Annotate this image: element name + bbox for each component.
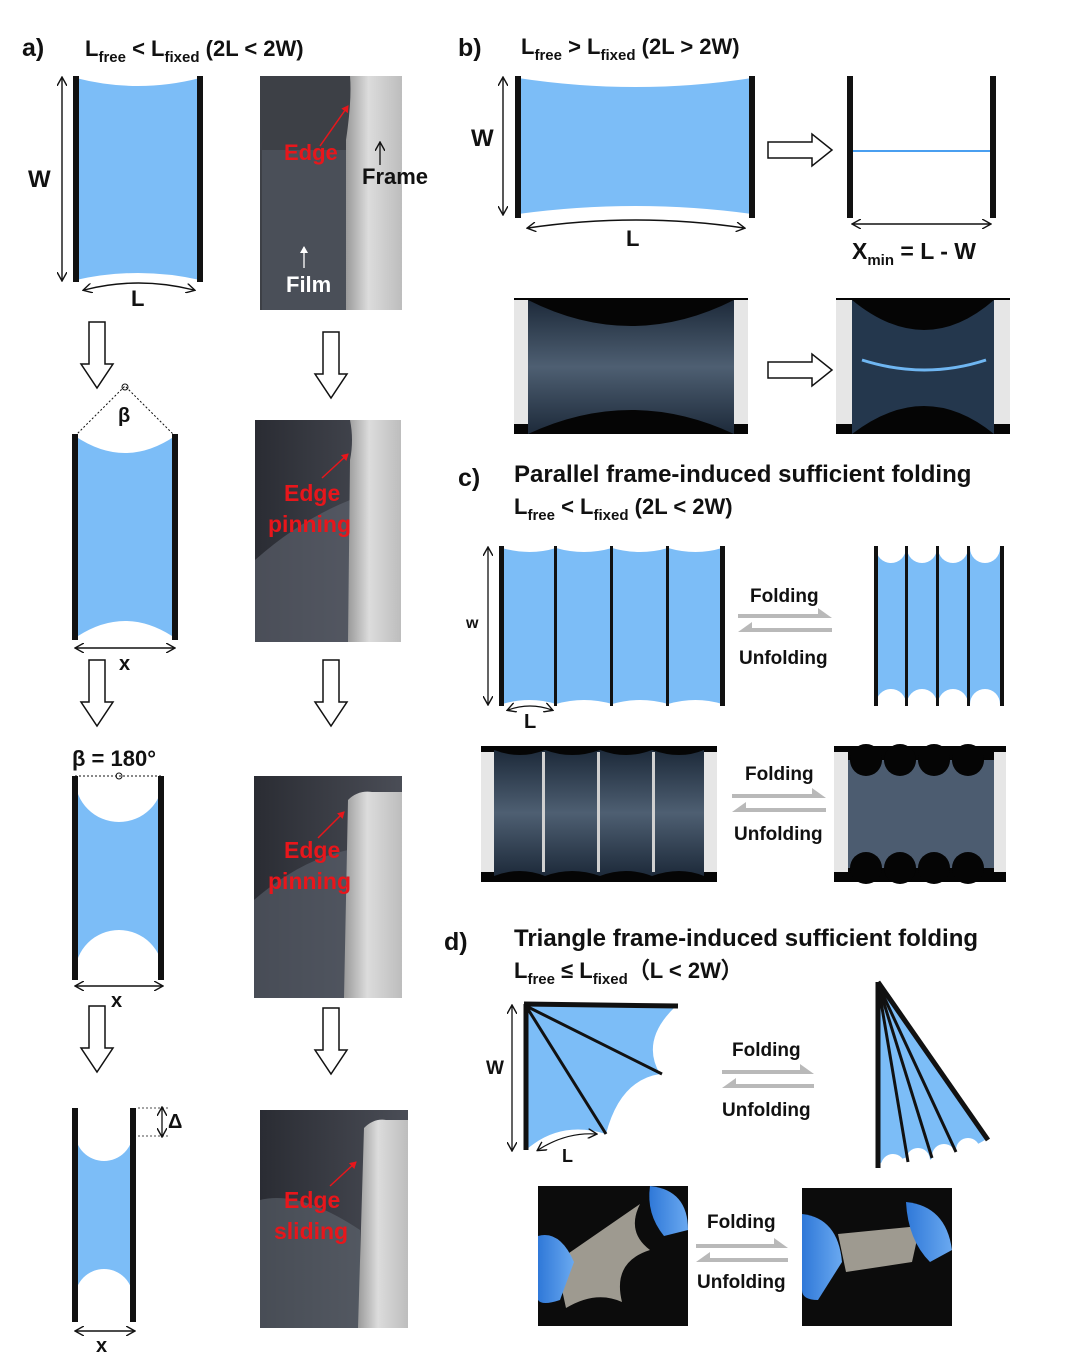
down-arrow: [79, 321, 349, 1076]
panel-d-label: d): [444, 928, 468, 956]
film-schematic-b: [518, 78, 752, 214]
photo-edge-pinning-2: Edge pinning: [254, 776, 402, 998]
fold-arrows: [732, 608, 832, 812]
film-schematic-c-left: [499, 546, 725, 706]
label-sliding: sliding: [274, 1218, 348, 1244]
panel-a-label: a): [22, 34, 44, 62]
frame-bar: [990, 76, 996, 218]
film-schematic-1: [76, 78, 200, 280]
label-edge: Edge: [284, 1187, 340, 1213]
panel-a-title: Lfree < Lfixed (2L < 2W): [85, 36, 304, 66]
folding-label: Folding: [745, 764, 814, 785]
photo-edge-sliding: Edge sliding: [260, 1110, 408, 1328]
beta-180-label: β = 180°: [72, 746, 156, 771]
label-edge: Edge: [284, 837, 340, 863]
film-schematic-d-right: [875, 980, 991, 1178]
panel-b-label: b): [458, 34, 482, 62]
photo-d-after: [802, 1188, 952, 1326]
film-schematic-4: [75, 1110, 133, 1298]
label-pinning: pinning: [268, 511, 351, 537]
frame-bar: [847, 76, 853, 218]
panel-d-subtitle: Lfree ≤ Lfixed（L < 2W）: [514, 958, 743, 988]
panel-b-title: Lfree > Lfixed (2L > 2W): [521, 34, 740, 64]
frame-bar: [73, 76, 79, 282]
dim-w-label: W: [28, 166, 51, 193]
panel-c-title: Parallel frame-induced sufficient foldin…: [514, 461, 971, 488]
panel-d-title: Triangle frame-induced sufficient foldin…: [514, 925, 978, 952]
folding-label: Folding: [707, 1212, 776, 1233]
folding-label: Folding: [732, 1040, 801, 1061]
panel-a: a) Lfree < Lfixed (2L < 2W) W L Edge Fra…: [22, 34, 428, 1357]
folding-label: Folding: [750, 586, 819, 607]
dimension-l: [84, 282, 194, 290]
frame-bar: [197, 76, 203, 282]
panel-c-label: c): [458, 464, 480, 492]
film-schematic-3: [75, 778, 163, 974]
panel-c-subtitle: Lfree < Lfixed (2L < 2W): [514, 494, 733, 524]
fold-arrows: [696, 1064, 814, 1262]
photo-c-before: [481, 746, 717, 882]
dim-x-label: x: [111, 990, 122, 1012]
delta-label: Δ: [168, 1111, 182, 1133]
dim-l-label: L: [524, 711, 536, 733]
label-edge: Edge: [284, 480, 340, 506]
unfolding-label: Unfolding: [697, 1272, 786, 1293]
beta-lines: [74, 385, 176, 437]
label-edge: Edge: [284, 140, 338, 165]
label-frame: Frame: [362, 164, 428, 189]
dim-x-label: x: [119, 653, 130, 675]
dim-l-label: L: [131, 286, 144, 311]
unfolding-label: Unfolding: [734, 824, 823, 845]
label-pinning: pinning: [268, 868, 351, 894]
dim-l-label: L: [562, 1146, 573, 1166]
dim-l-label: L: [626, 226, 639, 251]
photo-edge-frame-film: Edge Frame Film: [260, 76, 428, 310]
panel-b: b) Lfree > Lfixed (2L > 2W) W L Xmin = L…: [458, 34, 1010, 434]
xmin-label: Xmin = L - W: [852, 238, 976, 269]
dim-x-label: x: [96, 1335, 107, 1357]
dim-w-label: W: [471, 125, 494, 152]
photo-edge-pinning-1: Edge pinning: [255, 420, 401, 642]
right-arrow: [767, 132, 834, 388]
dim-w-label: W: [486, 1058, 504, 1079]
photo-d-before: [538, 1186, 688, 1326]
photo-b-after: [836, 298, 1010, 434]
film-schematic-d-left: [523, 1001, 679, 1150]
photo-b-before: [514, 298, 748, 434]
photo-c-after: [834, 744, 1006, 884]
film-schematic-2: [75, 436, 175, 638]
unfolding-label: Unfolding: [722, 1100, 811, 1121]
dim-w-label: w: [465, 615, 479, 632]
beta-label: β: [118, 405, 130, 427]
panel-d: d) Triangle frame-induced sufficient fol…: [444, 925, 991, 1326]
panel-c: c) Parallel frame-induced sufficient fol…: [458, 461, 1006, 884]
unfolding-label: Unfolding: [739, 648, 828, 669]
label-film: Film: [286, 272, 331, 297]
film-schematic-c-right: [874, 533, 1004, 719]
